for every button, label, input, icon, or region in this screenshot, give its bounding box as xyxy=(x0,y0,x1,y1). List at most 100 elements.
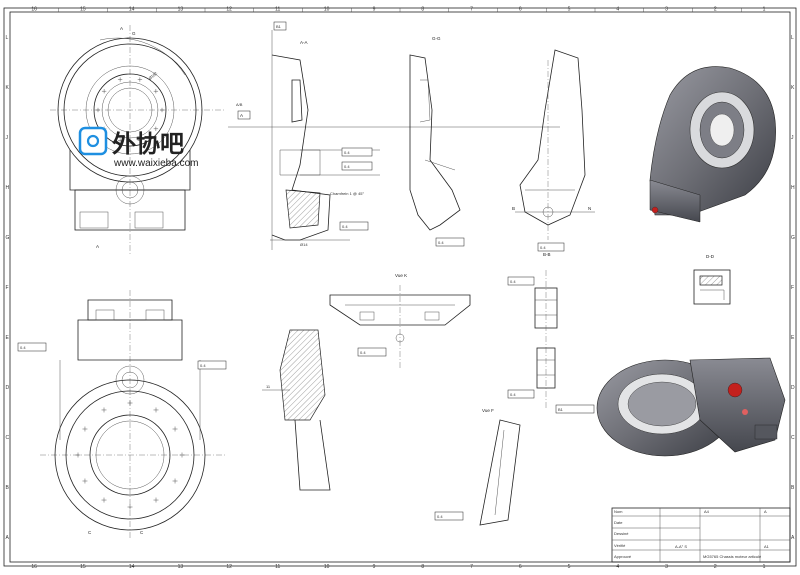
border-number: 5 xyxy=(568,564,571,570)
border-number: 10 xyxy=(324,7,330,13)
border-letter: G xyxy=(6,235,10,241)
detail-dd: D-D xyxy=(693,254,731,305)
bolt-hole-mark xyxy=(153,88,159,94)
border-number: 6 xyxy=(519,564,522,570)
border-number: 11 xyxy=(275,564,280,570)
drawing-title: MG5765 Chassis moteur articulé xyxy=(703,554,762,559)
title-row-date: Date xyxy=(614,520,623,525)
position-value-f: 0.4 xyxy=(437,514,443,519)
border-letter: F xyxy=(6,285,9,291)
datum-ab-callout: A A/B xyxy=(228,102,560,128)
border-number: 10 xyxy=(324,564,330,570)
tolerance-frame-aa: 0.4 0.4 0.4 xyxy=(339,147,373,231)
bolt-hole-mark xyxy=(153,497,159,503)
border-letter: D xyxy=(791,385,795,391)
tol-tag-bb: B1 xyxy=(558,407,564,412)
bolt-hole-mark xyxy=(137,138,143,143)
bolt-hole-mark xyxy=(101,497,107,503)
border-letter: F xyxy=(791,285,794,291)
border-letter: K xyxy=(791,85,795,91)
border-number: 3 xyxy=(665,7,668,13)
position-value-side: 0.4 xyxy=(540,245,546,250)
border-number: 14 xyxy=(129,564,135,570)
bottom-bolt-pattern xyxy=(75,400,185,510)
border-letter: A xyxy=(6,535,10,541)
title-row-drawn: Dessiné xyxy=(614,531,629,536)
svg-text:C: C xyxy=(140,530,144,535)
watermark: 外协吧 www.waixieba.com xyxy=(78,126,198,169)
view-n-label: N xyxy=(588,206,591,211)
border-number: 9 xyxy=(373,7,376,13)
position-value-aa2: 0.4 xyxy=(342,224,348,229)
revision-label: A xyxy=(764,509,767,514)
border-letter: K xyxy=(6,85,10,91)
bolt-hole-mark xyxy=(159,107,165,113)
bolt-hole-mark xyxy=(101,407,107,413)
position-value-top2: 0.4 xyxy=(200,363,206,368)
title-row-name: Nom xyxy=(614,509,623,514)
border-number: 8 xyxy=(421,564,424,570)
border-column-numbers: 1616151514141313121211111010998877665544… xyxy=(31,7,765,571)
border-number: 7 xyxy=(470,7,473,13)
border-letter: H xyxy=(6,185,10,191)
bolt-hole-mark xyxy=(153,126,159,132)
svg-text:A: A xyxy=(120,26,123,31)
border-number: 16 xyxy=(31,564,37,570)
border-number: 14 xyxy=(129,7,135,13)
section-aa: A-A B1 Chamfrein 1 @ 45° Ø14 xyxy=(270,21,380,250)
border-letter: G xyxy=(791,235,795,241)
border-number: 1 xyxy=(763,7,766,13)
border-number: 4 xyxy=(616,7,619,13)
datum-a-label: A xyxy=(240,113,243,118)
position-value-bb1: 0.4 xyxy=(510,279,516,284)
border-number: 6 xyxy=(519,7,522,13)
render-3d-bottom xyxy=(596,357,786,457)
svg-text:Ø14: Ø14 xyxy=(300,242,308,247)
view-k-title: Vue K xyxy=(395,273,407,278)
section-bb-title: B-B xyxy=(543,252,551,257)
bolt-hole-mark xyxy=(127,504,133,510)
border-number: 7 xyxy=(470,564,473,570)
position-value-top1: 0.4 xyxy=(20,345,26,350)
bolt-hole-mark xyxy=(95,107,101,113)
border-letter: B xyxy=(6,485,10,491)
border-letter: C xyxy=(791,435,795,441)
section-gg: G-G 0.4 xyxy=(409,36,465,247)
section-gg-title: G-G xyxy=(432,36,441,41)
view-f-title: Vue F xyxy=(482,408,494,413)
bolt-hole-mark xyxy=(101,88,107,94)
projection-label: A-A° S xyxy=(675,544,687,549)
tolerance-frame-side: 0.4 xyxy=(537,242,565,252)
border-number: 1 xyxy=(763,564,766,570)
bolt-hole-mark xyxy=(179,452,185,458)
watermark-url: www.waixieba.com xyxy=(113,158,198,169)
position-value-aa: 0.4 xyxy=(344,164,350,169)
flatness-value-aa: 0.4 xyxy=(344,150,350,155)
border-letter: J xyxy=(791,135,794,141)
side-view-n: N B xyxy=(512,49,595,240)
chamfer-note: Chamfrein 1 @ 45° xyxy=(330,191,365,196)
bolt-hole-mark xyxy=(153,407,159,413)
border-number: 4 xyxy=(616,564,619,570)
bolt-hole-mark xyxy=(82,478,88,484)
bolt-hole-mark xyxy=(117,77,123,82)
cube-logo-icon xyxy=(78,126,108,156)
border-letter: J xyxy=(6,135,9,141)
border-number: 8 xyxy=(421,7,424,13)
section-dd-title: D-D xyxy=(706,254,715,259)
border-number: 3 xyxy=(665,564,668,570)
border-number: 2 xyxy=(714,7,717,13)
bolt-hole-mark xyxy=(117,138,123,143)
border-number: 11 xyxy=(275,7,280,13)
border-letter: D xyxy=(6,385,10,391)
border-number: 2 xyxy=(714,564,717,570)
border-number: 12 xyxy=(226,564,232,570)
border-letter: L xyxy=(6,35,9,41)
border-number: 5 xyxy=(568,7,571,13)
border-letter: L xyxy=(791,35,794,41)
front-view: Ø182 G A A xyxy=(50,25,225,255)
bolt-hole-mark xyxy=(137,77,143,82)
position-value-k: 0.4 xyxy=(360,350,366,355)
